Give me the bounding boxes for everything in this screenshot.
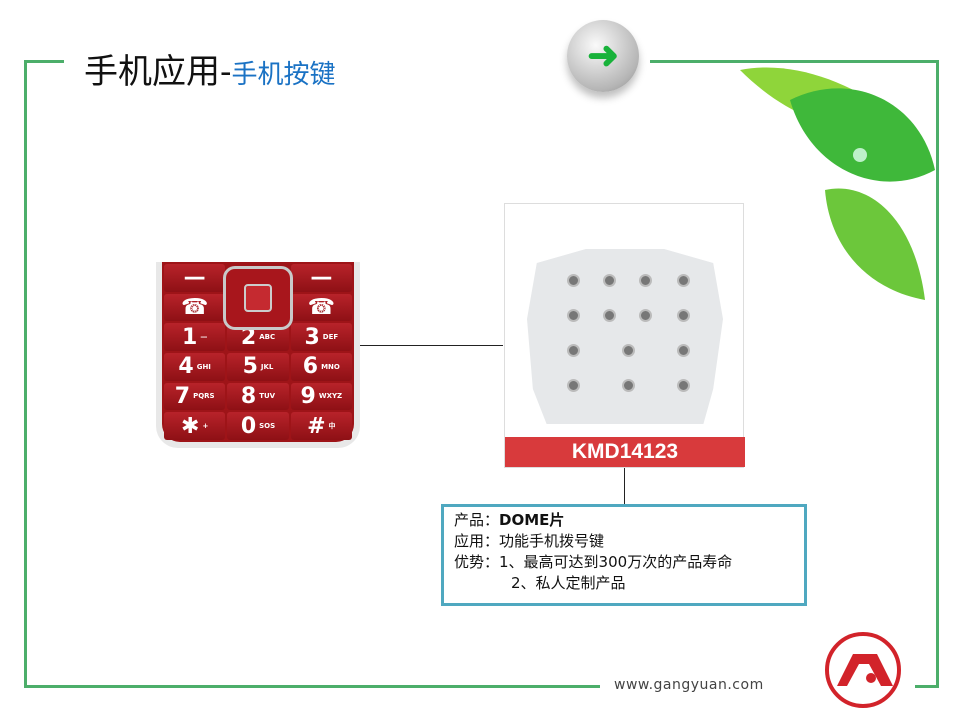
product-label: KMD14123 xyxy=(505,437,745,467)
frame-bottom-right xyxy=(915,685,939,688)
info-box: 产品：DOME片 应用：功能手机拨号键 优势：1、最高可达到300万次的产品寿命… xyxy=(441,504,807,606)
leaf-decoration xyxy=(740,67,935,300)
info-advantage-2: 2、私人定制产品 xyxy=(511,574,626,592)
dpad xyxy=(223,266,293,330)
dome-contact xyxy=(622,379,635,392)
dome-contact xyxy=(639,309,652,322)
key: ✱+ xyxy=(164,412,226,440)
info-application: 应用：功能手机拨号键 xyxy=(454,532,605,550)
frame-top-right xyxy=(650,60,939,63)
frame-top-left xyxy=(24,60,64,63)
dome-contact xyxy=(567,379,580,392)
arrow-right-icon: ➜ xyxy=(587,35,619,77)
title-main: 手机应用- xyxy=(84,52,232,92)
soft-key-right: — xyxy=(290,264,352,292)
dome-contact xyxy=(603,309,616,322)
dome-contact xyxy=(677,309,690,322)
dome-contact xyxy=(603,274,616,287)
website-url: www.gangyuan.com xyxy=(614,677,764,693)
next-slide-button[interactable]: ➜ xyxy=(567,20,639,92)
frame-bottom xyxy=(24,685,600,688)
connector-phone xyxy=(360,345,503,346)
call-key: ☎ xyxy=(164,293,226,322)
frame-right xyxy=(936,60,939,688)
frame-left xyxy=(24,60,27,688)
key: #中 xyxy=(290,412,352,440)
dome-sheet xyxy=(527,249,723,424)
dome-contact xyxy=(567,274,580,287)
title-sub: 手机按键 xyxy=(231,60,336,90)
dome-contact xyxy=(677,274,690,287)
page-title: 手机应用-手机按键 xyxy=(84,44,336,93)
dome-contact xyxy=(677,379,690,392)
dome-contact xyxy=(567,309,580,322)
dome-contact xyxy=(567,344,580,357)
dome-contact xyxy=(622,344,635,357)
soft-key-left: — xyxy=(164,264,226,292)
dome-contact xyxy=(677,344,690,357)
company-logo xyxy=(825,632,901,708)
end-key: ☎ xyxy=(290,293,352,322)
connector-info xyxy=(624,468,625,504)
key: 1— xyxy=(164,323,226,351)
dome-sheet-image: KMD14123 xyxy=(504,203,745,468)
dome-contact xyxy=(639,274,652,287)
info-product: 产品：DOME片 xyxy=(454,511,565,529)
info-advantage: 优势：1、最高可达到300万次的产品寿命 xyxy=(454,553,733,571)
